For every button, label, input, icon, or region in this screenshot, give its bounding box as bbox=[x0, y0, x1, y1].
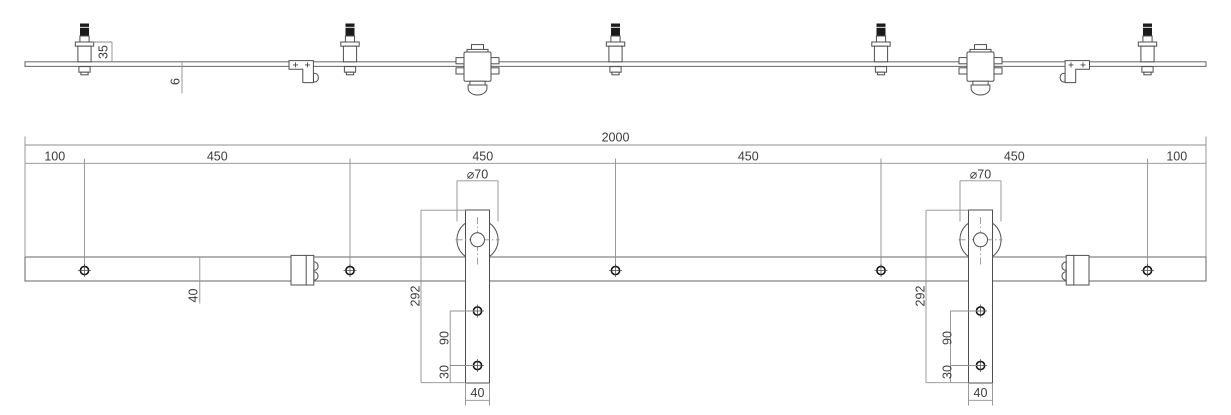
dim-label-hole-bottom-right: 30 bbox=[941, 365, 955, 379]
dim-lines-strap-width-left bbox=[465, 384, 490, 406]
spacer-bolt-3 bbox=[605, 23, 626, 76]
front-view: 2000 100 450 450 450 450 100 ⌀70 ⌀70 292… bbox=[24, 130, 1207, 406]
spacer-bolt-2 bbox=[340, 23, 360, 76]
dim-label-hanger-height-right: 292 bbox=[914, 286, 928, 307]
dim-lines-strap-width-right bbox=[968, 384, 993, 406]
dim-label-segment-6: 100 bbox=[1166, 149, 1187, 163]
dim-lines-hole-spacing-right bbox=[950, 310, 977, 383]
dim-lines-spacer-height bbox=[93, 41, 113, 62]
dim-label-spacer-height: 35 bbox=[97, 45, 111, 59]
spacer-bolt-5 bbox=[1137, 23, 1158, 76]
dim-lines-overall bbox=[24, 136, 1207, 257]
dim-lines-wheel-right bbox=[959, 180, 1002, 222]
dim-label-strap-width-left: 40 bbox=[471, 386, 485, 400]
spacer-bolt-1 bbox=[74, 23, 95, 76]
roller-hanger-top-right bbox=[958, 44, 1003, 96]
bracket-front-left bbox=[290, 254, 319, 286]
dim-label-segment-4: 450 bbox=[738, 149, 759, 163]
dim-lines-wheel-left bbox=[456, 180, 499, 222]
dim-label-hole-spacing-left: 90 bbox=[438, 331, 452, 345]
dim-label-hanger-height-left: 292 bbox=[409, 286, 423, 307]
dim-label-wheel-left: ⌀70 bbox=[467, 167, 488, 181]
dim-label-segment-1: 100 bbox=[44, 149, 65, 163]
dim-label-segment-2: 450 bbox=[207, 149, 228, 163]
dim-label-segment-3: 450 bbox=[472, 149, 493, 163]
dim-label-wheel-right: ⌀70 bbox=[970, 167, 991, 181]
dim-label-rail-thickness: 6 bbox=[169, 78, 183, 85]
spacer-bolt-4 bbox=[871, 23, 891, 76]
dim-lines-hanger-height-left bbox=[420, 209, 466, 384]
roller-hanger-top-left bbox=[455, 44, 500, 96]
dim-lines-hole-spacing-left bbox=[449, 310, 474, 383]
dim-label-hole-bottom-left: 30 bbox=[438, 365, 452, 379]
dim-label-segment-5: 450 bbox=[1004, 149, 1025, 163]
dim-lines-hanger-height-right bbox=[925, 209, 969, 384]
dim-lines-segments bbox=[25, 158, 1206, 266]
top-view: 35 6 bbox=[24, 23, 1207, 96]
rail-top-view bbox=[24, 61, 1207, 67]
dim-label-hole-spacing-right: 90 bbox=[941, 331, 955, 345]
dim-label-rail-height: 40 bbox=[187, 289, 201, 303]
bracket-front-right bbox=[1061, 254, 1090, 286]
dim-label-overall: 2000 bbox=[602, 130, 630, 144]
dim-label-strap-width-right: 40 bbox=[974, 386, 988, 400]
